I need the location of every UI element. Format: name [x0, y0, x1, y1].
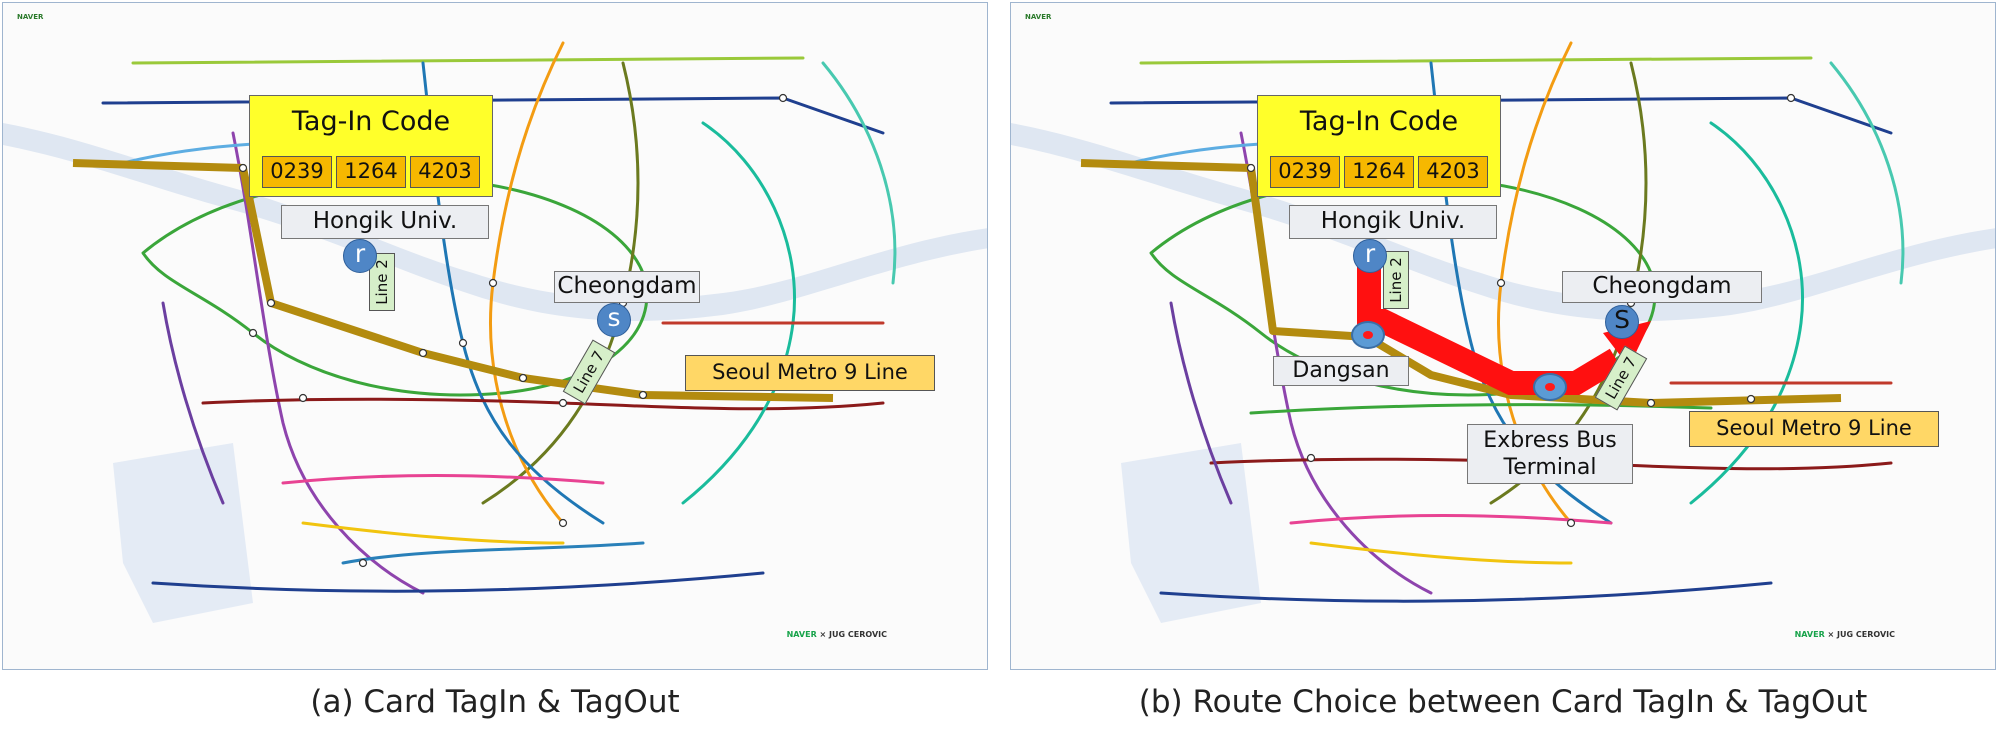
transfer-dot	[1363, 331, 1373, 339]
subway-map	[3, 3, 987, 669]
brand-naver: NAVER	[1794, 630, 1825, 639]
station-label-cheongdam: Cheongdam	[554, 271, 700, 303]
brand-credit: NAVER × JUG CEROVIC	[1795, 630, 1895, 639]
marker-s-destination: s	[597, 303, 631, 337]
subway-map	[1011, 3, 1995, 669]
brand-credit: NAVER × JUG CEROVIC	[787, 630, 887, 639]
brand-naver: NAVER	[786, 630, 817, 639]
line9-label: Seoul Metro 9 Line	[685, 355, 935, 391]
marker-s-destination: S	[1605, 305, 1639, 339]
panel-card-tagin-tagout: NAVER NAVER × JUG CEROVIC Tag-In Code 02…	[2, 2, 988, 670]
station-label-express-bus-terminal: Exbress Bus Terminal	[1467, 424, 1633, 484]
station-label-dangsan: Dangsan	[1273, 356, 1409, 386]
brand-mark-top: NAVER	[1025, 13, 1052, 21]
brand-author: JUG CEROVIC	[1837, 630, 1895, 639]
brand-sep: ×	[819, 630, 827, 639]
terminal-label-line-2: Terminal	[1503, 455, 1597, 480]
brand-sep: ×	[1827, 630, 1835, 639]
line-tag-2: Line 2	[1383, 251, 1409, 309]
tag-in-title: Tag-In Code	[291, 106, 451, 137]
tag-code-3: 4203	[1418, 156, 1488, 188]
tag-code-1: 0239	[1270, 156, 1340, 188]
tag-in-code-box: Tag-In Code 0239 1264 4203	[249, 95, 493, 197]
tag-code-2: 1264	[1344, 156, 1414, 188]
caption-b: (b) Route Choice between Card TagIn & Ta…	[1138, 684, 1868, 720]
terminal-label-line-1: Exbress Bus	[1483, 428, 1617, 453]
marker-r-origin: r	[343, 239, 377, 273]
tag-in-title: Tag-In Code	[1299, 106, 1459, 137]
marker-r-origin: r	[1353, 239, 1387, 273]
station-label-hongik: Hongik Univ.	[281, 205, 489, 239]
transfer-node-express-bus-terminal	[1533, 373, 1567, 401]
tag-in-code-box: Tag-In Code 0239 1264 4203	[1257, 95, 1501, 197]
brand-author: JUG CEROVIC	[829, 630, 887, 639]
brand-mark-top: NAVER	[17, 13, 44, 21]
station-label-hongik: Hongik Univ.	[1289, 205, 1497, 239]
tag-code-3: 4203	[410, 156, 480, 188]
station-label-cheongdam: Cheongdam	[1562, 271, 1762, 303]
caption-a: (a) Card TagIn & TagOut	[310, 684, 680, 720]
tag-code-1: 0239	[262, 156, 332, 188]
tag-code-2: 1264	[336, 156, 406, 188]
line9-label: Seoul Metro 9 Line	[1689, 411, 1939, 447]
transfer-node-dangsan	[1351, 321, 1385, 349]
transfer-dot	[1545, 383, 1555, 391]
panel-route-choice: NAVER NAVER × JUG CEROVIC Tag-In Code 02…	[1010, 2, 1996, 670]
